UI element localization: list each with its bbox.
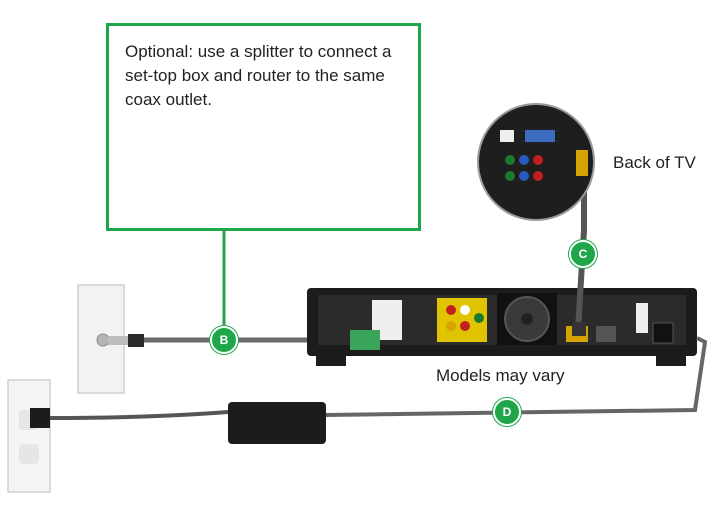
power-cable-d: [30, 336, 708, 444]
receiver-back-panel-icon: [307, 288, 697, 366]
callout-text: Optional: use a splitter to connect a se…: [125, 42, 392, 109]
wall-power-outlet-icon: [7, 379, 51, 493]
power-adapter-icon: [228, 402, 326, 444]
badge-b: B: [210, 326, 238, 354]
splitter-callout: Optional: use a splitter to connect a se…: [106, 23, 421, 231]
badge-d: D: [493, 398, 521, 426]
badge-c: C: [569, 240, 597, 268]
tv-back-panel-icon: [477, 103, 595, 221]
models-may-vary-label: Models may vary: [436, 366, 565, 385]
back-of-tv-label: Back of TV: [613, 153, 696, 172]
